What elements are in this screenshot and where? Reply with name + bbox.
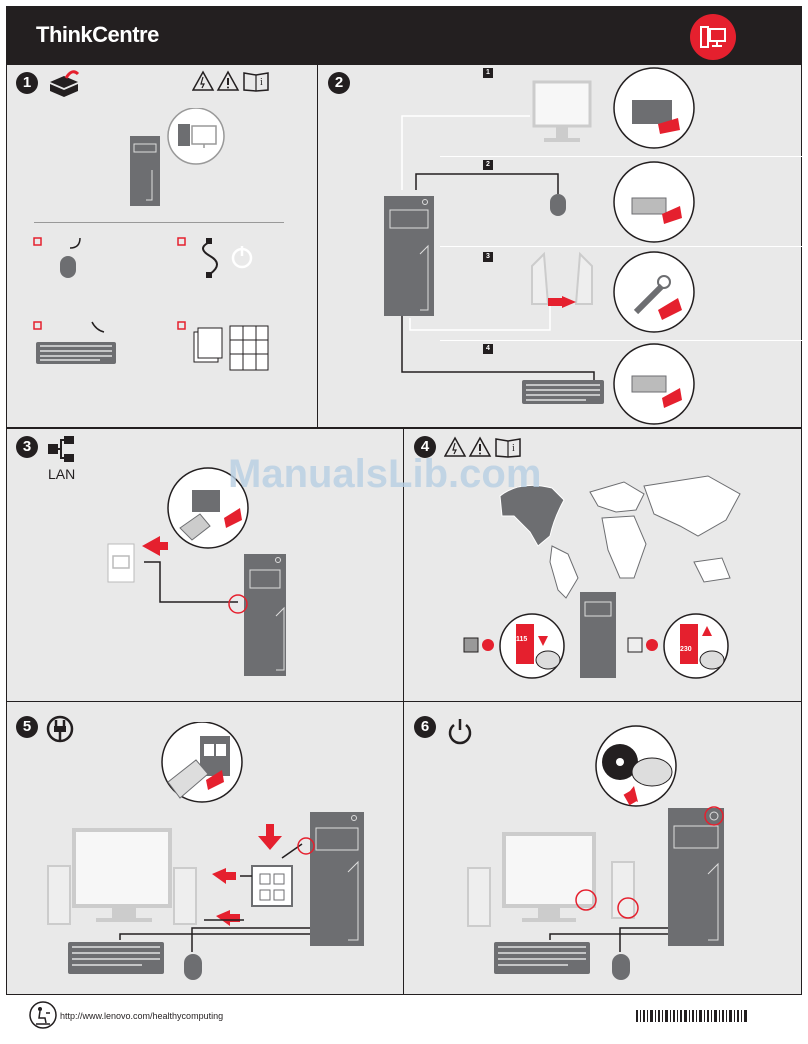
- step2-row-divider: [440, 246, 802, 247]
- step2-row-divider: [440, 156, 802, 157]
- lan-icon: [48, 436, 74, 462]
- lan-label: LAN: [48, 466, 76, 482]
- brand-logo: ThinkCentre: [36, 22, 159, 47]
- substep-3: 3: [483, 252, 493, 262]
- substep-1: 1: [483, 68, 493, 78]
- world-map-voltage-diagram: [463, 475, 741, 679]
- barcode: [636, 1010, 747, 1022]
- power-cord-item: [177, 237, 253, 278]
- step-number-4: 4: [414, 436, 436, 458]
- power-button-icon: [448, 719, 472, 745]
- header-bar: ThinkCentre: [6, 6, 802, 64]
- desktop-monitor-icon: [690, 14, 736, 60]
- keyboard-item: [33, 321, 116, 364]
- voltage-label-230: 230: [680, 646, 692, 653]
- step2-row-divider: [440, 340, 802, 341]
- step-number-2: 2: [328, 72, 350, 94]
- svg-text:i: i: [260, 77, 263, 88]
- watermark: ManualsLib.com: [228, 452, 542, 496]
- substep-4: 4: [483, 344, 493, 354]
- power-plug-icon: [46, 715, 74, 743]
- mouse-item: [33, 237, 81, 278]
- step-number-3: 3: [16, 436, 38, 458]
- documents-item: [177, 321, 269, 371]
- divider-line: [34, 222, 284, 223]
- step-number-6: 6: [414, 716, 436, 738]
- svg-text:i: i: [512, 443, 515, 454]
- voltage-label-115: 115: [516, 636, 528, 643]
- safety-warning-icons: i: [192, 70, 269, 92]
- power-connection-diagram: [47, 722, 364, 980]
- footer: [6, 996, 802, 1038]
- power-on-diagram: [467, 725, 724, 980]
- step-number-5: 5: [16, 716, 38, 738]
- step-number-1: 1: [16, 72, 38, 94]
- substep-2: 2: [483, 160, 493, 170]
- footer-url: http://www.lenovo.com/healthycomputing: [60, 1011, 224, 1021]
- ethernet-connection-diagram: [107, 467, 286, 676]
- unbox-icon: [50, 70, 80, 97]
- computer-contents-illustration: [130, 108, 225, 206]
- healthy-computing-icon: [29, 1001, 57, 1029]
- peripheral-connection-diagram: [384, 67, 695, 425]
- safety-warning-icons-2: i: [444, 436, 521, 458]
